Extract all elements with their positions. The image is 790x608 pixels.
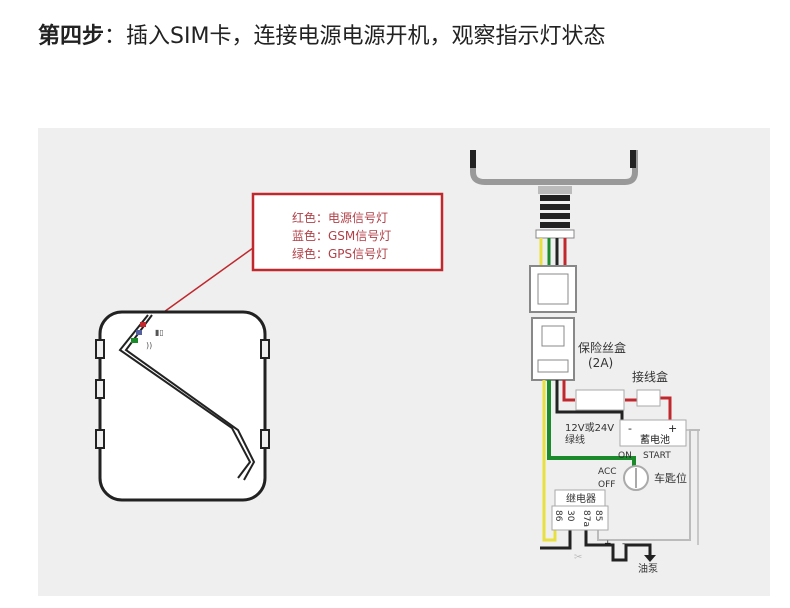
svg-text:-: -: [622, 539, 625, 549]
scissors-icon: ✂: [574, 552, 582, 563]
svg-text:OFF: OFF: [598, 480, 615, 490]
svg-text:车匙位: 车匙位: [654, 471, 687, 485]
legend-blue: 蓝色：GSM信号灯: [292, 229, 391, 243]
svg-text:+: +: [668, 422, 677, 435]
tracker-device: ▮▯ )): [95, 310, 270, 502]
svg-text:蓄电池: 蓄电池: [640, 433, 670, 446]
harness: 保险丝盒 (2A) 接线盒 - + 蓄电池 12V或24V 绿线 ON STAR…: [470, 150, 700, 575]
svg-text:START: START: [643, 451, 671, 461]
svg-text:ACC: ACC: [598, 467, 617, 477]
svg-text:继电器: 继电器: [566, 492, 596, 505]
svg-text:30: 30: [565, 510, 575, 522]
signal-icon: ▮▯: [155, 328, 164, 337]
junction-box: [636, 389, 661, 407]
red-led: [140, 322, 146, 327]
ground-arrow-icon: [644, 555, 656, 562]
svg-text:87a: 87a: [581, 510, 591, 527]
relay: [551, 505, 609, 531]
page-title: 第四步：插入SIM卡，连接电源电源开机，观察指示灯状态: [38, 18, 605, 50]
svg-text:86: 86: [553, 510, 563, 522]
svg-text:接线盒: 接线盒: [632, 369, 668, 384]
fuse-box: [575, 389, 625, 411]
svg-text:(2A): (2A): [588, 356, 613, 370]
svg-text:-: -: [628, 422, 632, 435]
step-text: ：插入SIM卡，连接电源电源开机，观察指示灯状态: [104, 24, 606, 49]
svg-text:12V或24V: 12V或24V: [565, 422, 614, 434]
svg-text:+: +: [604, 539, 612, 549]
gps-icon: )): [146, 341, 152, 350]
battery: [619, 419, 687, 447]
indicator-legend: 红色：电源信号灯 蓝色：GSM信号灯 绿色：GPS信号灯: [142, 192, 444, 328]
legend-red: 红色：电源信号灯: [292, 210, 388, 225]
svg-text:85: 85: [593, 510, 603, 521]
legend-green: 绿色：GPS信号灯: [292, 246, 388, 261]
green-led: [131, 338, 138, 343]
svg-text:油泵: 油泵: [638, 562, 658, 575]
step-label: 第四步: [38, 24, 105, 49]
blue-led: [136, 330, 142, 335]
svg-text:ON: ON: [618, 451, 632, 461]
svg-text:绿线: 绿线: [565, 433, 585, 446]
svg-text:保险丝盒: 保险丝盒: [578, 340, 626, 355]
